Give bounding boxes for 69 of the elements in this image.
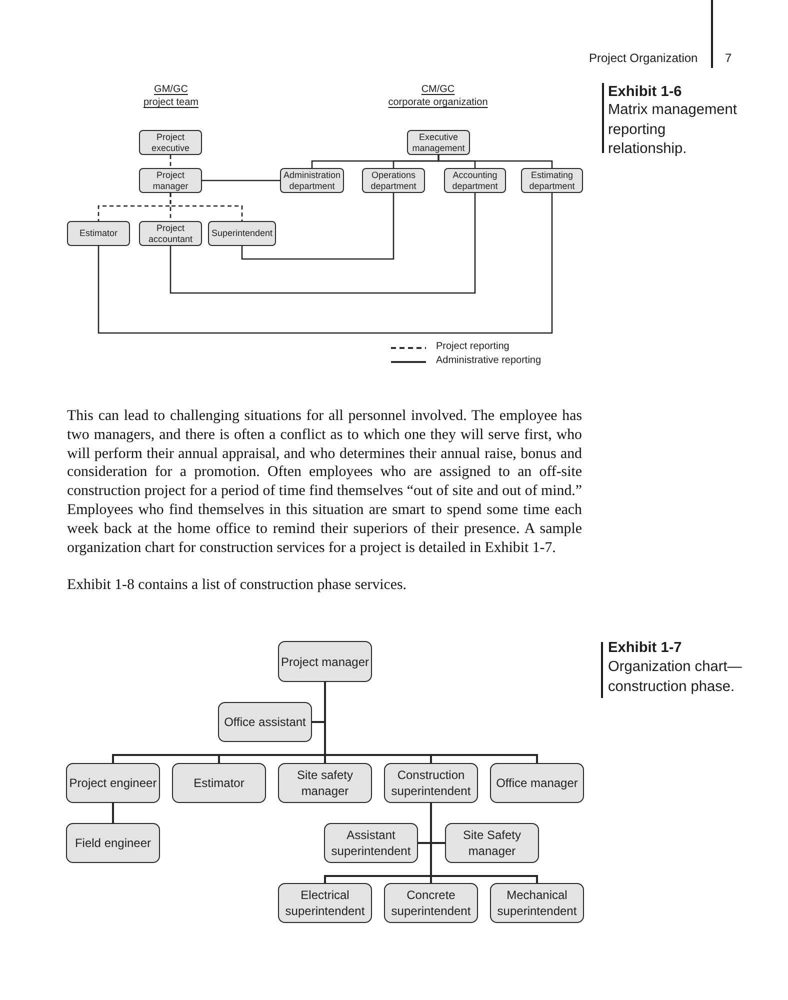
position-box [208, 221, 276, 246]
position-title: Project accountant [147, 223, 194, 244]
position-title: Construction superintendent [390, 767, 472, 799]
position-box [66, 823, 160, 863]
exhibit-number: Exhibit 1-7 [608, 639, 682, 657]
position-title: Mechanical superintendent [496, 887, 578, 919]
position-box [66, 763, 160, 803]
position-title: Executive management [411, 132, 466, 153]
position-title: Office manager [495, 775, 579, 791]
position-box [445, 823, 539, 863]
position-box [490, 763, 584, 803]
position-title: Project executive [150, 132, 191, 153]
position-box [384, 883, 478, 923]
connector-line [324, 682, 538, 763]
position-box [444, 168, 506, 193]
position-title: Administration department [282, 170, 342, 191]
position-title: Project manager [152, 170, 190, 191]
legend-label: Administrative reporting [436, 355, 542, 367]
connector-line [202, 180, 280, 182]
position-box [67, 221, 130, 246]
position-box [278, 641, 372, 682]
position-title: Site safety manager [296, 767, 354, 799]
connector-line [170, 193, 476, 294]
position-box [172, 763, 266, 803]
position-title: Superintendent [210, 228, 274, 239]
position-box [278, 883, 372, 923]
legend-label: Project reporting [436, 341, 510, 353]
position-title: Assistant superintendent [330, 827, 412, 859]
exhibit-caption: Matrix management reporting relationship. [608, 101, 738, 159]
position-box [139, 221, 202, 246]
position-box [521, 168, 583, 193]
exhibit-caption: Organization chart—construction phase. [608, 658, 743, 696]
position-title: Accounting department [451, 170, 499, 191]
column-heading: GM/GC [154, 84, 188, 96]
position-box [407, 130, 470, 155]
position-title: Estimator [192, 775, 246, 791]
position-title: Project engineer [68, 775, 158, 791]
position-box [490, 883, 584, 923]
position-box [324, 823, 418, 863]
column-heading: CM/GC [421, 84, 455, 96]
column-heading: project team [143, 97, 199, 109]
body-paragraph: Exhibit 1-8 contains a list of construction phase services. [67, 576, 408, 595]
running-header: Project Organization [589, 51, 698, 65]
position-title: Electrical superintendent [284, 887, 366, 919]
position-box [139, 130, 202, 155]
position-box [139, 168, 202, 193]
position-title: Estimator [78, 228, 118, 239]
position-box [384, 763, 478, 803]
connector-line [430, 803, 538, 883]
connector-line [438, 155, 553, 168]
exhibit-number: Exhibit 1-6 [608, 83, 682, 101]
connector-line [112, 803, 114, 823]
page-number: 7 [725, 51, 732, 65]
connector-line [170, 155, 172, 168]
connector-line [170, 193, 243, 221]
position-title: Field engineer [74, 835, 152, 851]
position-title: Office assistant [223, 714, 307, 730]
body-paragraph: This can lead to challenging situations for all personnel involved. The employee has two managers, and there is often a conflict as to which one they will serve first, who will perform their annual appraisal, and who determines their annual raise, bonus and consideration for a promotion. Often employees who are assigned to an off-site construction project for a period of time find themselves “out of site and out of mind.” Employees who find themselves in this situation are smart to spend some time each week back at the home office to remind their superiors of their presence. A sample organization chart for construction services for a project is detailed in Exhibit 1-7. [67, 407, 582, 558]
position-box [218, 702, 312, 742]
column-heading: corporate organization [388, 97, 488, 109]
connector-line [241, 193, 394, 260]
position-title: Project manager [280, 654, 370, 670]
position-box [362, 168, 425, 193]
position-title: Estimating department [528, 170, 576, 191]
position-title: Concrete superintendent [390, 887, 472, 919]
position-box [278, 763, 372, 803]
connector-line [98, 193, 553, 334]
position-title: Operations department [370, 170, 418, 191]
position-title: Site Safety manager [462, 827, 522, 859]
